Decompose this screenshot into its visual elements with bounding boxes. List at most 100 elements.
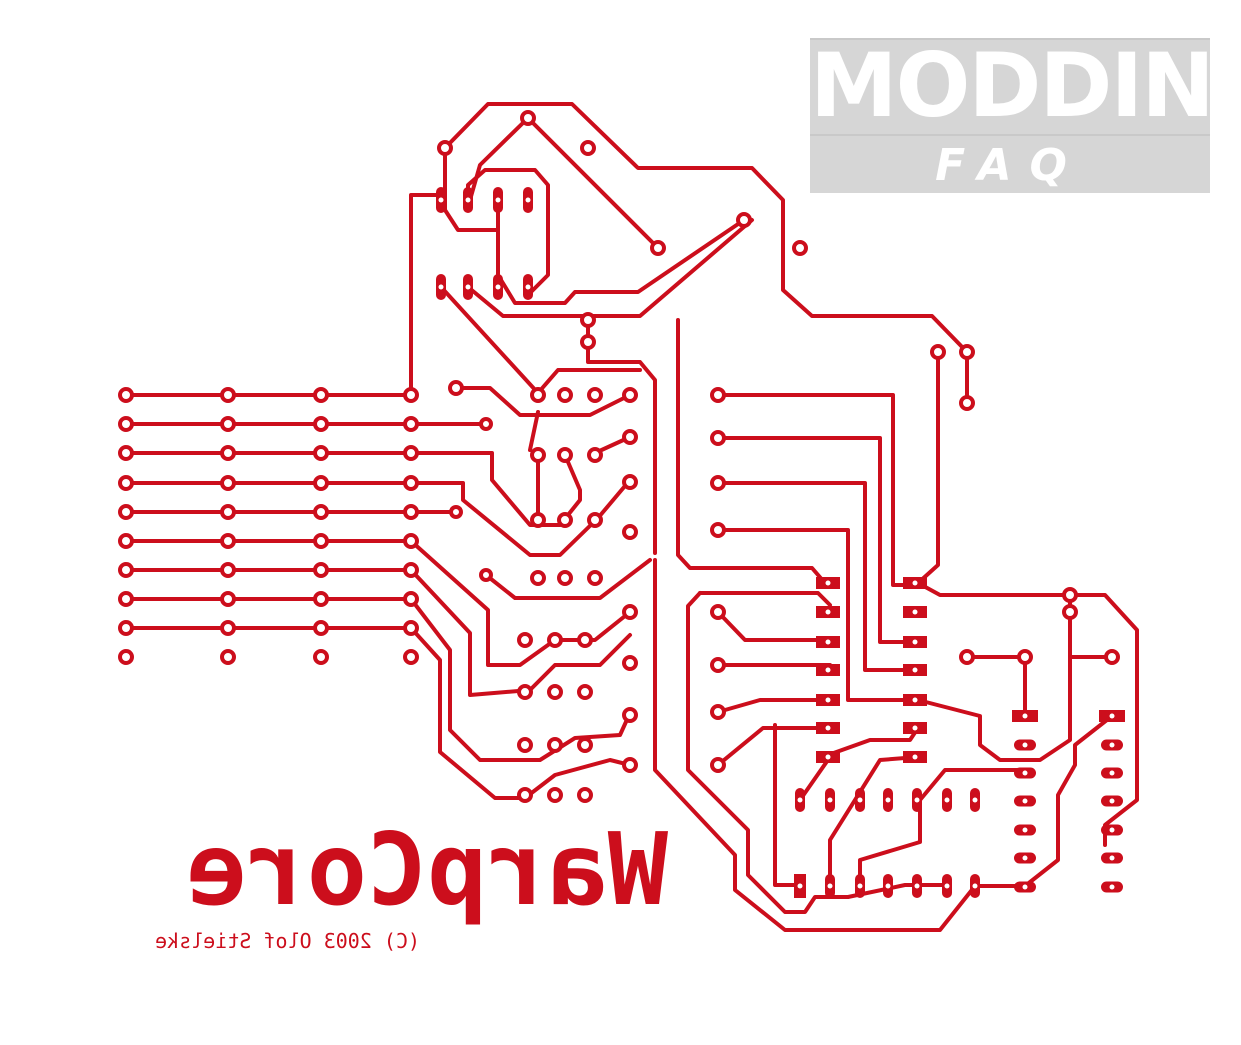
- round-pad-83: [530, 570, 546, 586]
- round-pad-50: [587, 387, 603, 403]
- round-pad-73: [449, 505, 463, 519]
- round-pad-139: [1062, 587, 1078, 603]
- trace-20: [454, 386, 632, 417]
- round-pad-103: [710, 387, 726, 403]
- round-pad-3: [403, 387, 419, 403]
- round-pad-15: [403, 475, 419, 491]
- pad-hole-122: [825, 725, 831, 731]
- trace-43: [716, 698, 832, 714]
- pad-hole-67: [495, 284, 501, 290]
- trace-12: [466, 168, 550, 297]
- round-pad-31: [403, 591, 419, 607]
- round-pad-110: [710, 757, 726, 773]
- pad-hole-120: [825, 697, 831, 703]
- round-pad-84: [557, 570, 573, 586]
- trace-19: [536, 368, 642, 395]
- pad-hole-116: [825, 639, 831, 645]
- trace-35: [676, 318, 827, 585]
- round-pad-90: [622, 604, 638, 620]
- round-pad-88: [547, 632, 563, 648]
- round-pad-1: [220, 387, 236, 403]
- trace-46: [916, 350, 940, 585]
- trace-52: [916, 595, 1072, 762]
- trace-13: [526, 116, 660, 250]
- round-pad-21: [220, 533, 236, 549]
- pad-hole-130: [912, 639, 918, 645]
- pad-hole-169: [1022, 884, 1028, 890]
- pad-hole-189: [885, 797, 891, 803]
- round-pad-140: [1062, 604, 1078, 620]
- logo-sub-text: FAQ: [935, 140, 1085, 191]
- pad-hole-187: [857, 883, 863, 889]
- pad-hole-167: [1109, 855, 1115, 861]
- trace-51: [828, 755, 920, 887]
- round-pad-49: [557, 387, 573, 403]
- trace-45: [698, 591, 832, 607]
- pad-hole-199: [944, 883, 950, 889]
- pad-hole-114: [825, 609, 831, 615]
- round-pad-18: [313, 504, 329, 520]
- round-pad-22: [313, 533, 329, 549]
- trace-36: [686, 591, 850, 914]
- trace-9: [409, 193, 442, 397]
- round-pad-92: [547, 684, 563, 700]
- round-pad-97: [577, 737, 593, 753]
- pad-hole-128: [912, 609, 918, 615]
- round-pad-107: [710, 604, 726, 620]
- round-pad-93: [577, 684, 593, 700]
- trace-34: [653, 558, 1022, 932]
- round-pad-89: [577, 632, 593, 648]
- pad-hole-71: [525, 284, 531, 290]
- round-pad-29: [220, 591, 236, 607]
- round-pad-101: [577, 787, 593, 803]
- round-pad-12: [118, 475, 134, 491]
- pad-hole-57: [438, 197, 444, 203]
- pad-hole-151: [1109, 742, 1115, 748]
- pad-hole-171: [1109, 884, 1115, 890]
- pad-hole-153: [1022, 770, 1028, 776]
- round-pad-42: [580, 140, 596, 156]
- round-pad-85: [587, 570, 603, 586]
- round-pad-35: [403, 620, 419, 636]
- trace-27: [409, 568, 632, 697]
- trace-16: [439, 285, 540, 395]
- round-pad-13: [220, 475, 236, 491]
- pad-hole-191: [885, 883, 891, 889]
- trace-40: [716, 528, 920, 702]
- logo-main-text: MODDING: [810, 34, 1241, 137]
- round-pad-55: [959, 395, 975, 411]
- round-pad-16: [118, 504, 134, 520]
- pad-hole-136: [912, 725, 918, 731]
- pad-hole-175: [1109, 713, 1115, 719]
- round-pad-108: [710, 657, 726, 673]
- pad-hole-193: [914, 797, 920, 803]
- round-pad-8: [118, 445, 134, 461]
- round-pad-81: [587, 512, 603, 528]
- round-pad-46: [580, 312, 596, 328]
- round-pad-78: [622, 429, 638, 445]
- round-pad-5: [220, 416, 236, 432]
- round-pad-41: [520, 110, 536, 126]
- pad-hole-63: [465, 284, 471, 290]
- round-pad-19: [403, 504, 419, 520]
- trace-14: [468, 116, 530, 202]
- round-pad-38: [313, 649, 329, 665]
- pad-hole-203: [972, 883, 978, 889]
- round-pad-104: [710, 430, 726, 446]
- pad-hole-177: [797, 797, 803, 803]
- trace-49: [798, 755, 832, 802]
- round-pad-72: [479, 417, 493, 431]
- round-pad-82: [622, 474, 638, 490]
- round-pad-40: [437, 140, 453, 156]
- round-pad-9: [220, 445, 236, 461]
- trace-41: [716, 610, 832, 642]
- round-pad-14: [313, 475, 329, 491]
- round-pad-36: [118, 649, 134, 665]
- round-pad-34: [313, 620, 329, 636]
- round-pad-95: [517, 737, 533, 753]
- pad-hole-165: [1022, 855, 1028, 861]
- round-pad-74: [479, 568, 493, 582]
- pad-hole-161: [1022, 827, 1028, 833]
- round-pad-79: [530, 512, 546, 528]
